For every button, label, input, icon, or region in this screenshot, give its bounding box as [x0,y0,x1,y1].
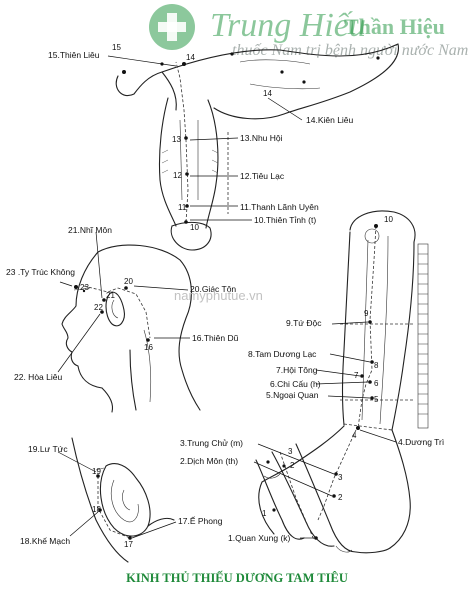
acupoint-10 [184,220,188,224]
acupoint-5 [370,396,374,400]
point-number-2: 2 [338,493,343,502]
svg-text:10: 10 [384,215,393,224]
forearm-figure: 10 9 8 7 6 5 4 9.Tứ Độc 8.Tam Dương Lạc … [248,210,444,447]
label-trung-chu: 3.Trung Chử (m) [180,438,243,448]
label-nhi-mon: 21.Nhĩ Môn [68,225,112,235]
point-number-10: 10 [190,223,199,232]
acupoint-7 [360,374,364,378]
acupoint-20 [124,286,128,290]
point-number-6: 6 [374,379,379,388]
acupoint-23 [74,285,78,289]
acupoint-14 [182,62,186,66]
label-giac-ton: 20.Giác Tôn [190,284,236,294]
acupoint-22 [100,310,104,314]
brand-tagline: thuốc Nam trị bệnh người nước Nam [232,42,468,59]
point-number-20: 20 [124,277,133,286]
label-tu-doc: 9.Tứ Độc [286,318,322,328]
diagram-title: KINH THỦ THIẾU DƯƠNG TAM TIÊU [126,570,348,585]
point-number-13: 13 [172,135,181,144]
acupoint-9 [368,320,372,324]
point-number-14: 14 [186,53,195,62]
point-number-4: 4 [352,431,357,440]
brand-name-right: Thần Hiệu [344,14,445,39]
acupoint-17 [128,536,132,540]
label-duong-tri: 4.Dương Trì [398,437,444,447]
label-hoi-tong: 7.Hội Tông [276,365,318,375]
watermark-text: namyphutue.vn [174,288,263,303]
acupoint-19 [96,474,100,478]
hand-figure: 3 2 1 3 2 3.Trung Chử (m) 2.Dịch Môn (th… [180,425,411,554]
label-tam-duong-lac: 8.Tam Dương Lạc [248,349,317,359]
ear-figure: 19 18 17 19.Lư Tức 18.Khế Mạch 17.Ế Phon… [20,437,223,563]
point-number-19: 19 [92,467,101,476]
label-ngoai-quan: 5.Ngoại Quan [266,390,319,400]
label-dich-mon: 2.Dịch Môn (th) [180,456,238,466]
head-figure: 23 21 22 20 16 21.Nhĩ Môn 23 .Ty Trúc Kh… [6,225,239,413]
svg-text:2: 2 [290,461,295,470]
label-e-phong: 17.Ế Phong [178,516,223,526]
acupoint-15 [122,70,126,74]
point-number-23: 23 [80,283,89,292]
label-nhu-hoi: 13.Nhu Hội [240,133,283,143]
acupoint-6 [368,380,372,384]
svg-text:14: 14 [263,89,272,98]
acupoint-21 [102,298,106,302]
label-ty-truc-khong: 23 .Ty Trúc Không [6,267,75,277]
svg-text:3: 3 [288,447,293,456]
point-number-16: 16 [144,343,153,352]
acupoint-12 [185,172,189,176]
acupoint-10b [374,224,378,228]
brand-name-left: Trung Hiếu [210,7,366,44]
label-tieu-lac: 12.Tiêu Lạc [240,171,285,181]
point-number-11: 11 [178,203,187,212]
point-number-15: 15 [112,43,121,52]
point-number-18: 18 [92,505,101,514]
point-number-8: 8 [374,361,379,370]
acupoint-2 [332,494,336,498]
label-quan-xung: 1.Quan Xung (k) [228,533,291,543]
point-number-21: 21 [106,291,115,300]
point-number-3: 3 [338,473,343,482]
label-hoa-lieu: 22. Hòa Liêu [14,372,62,382]
acupoint-18 [98,508,102,512]
label-lu-tuc: 19.Lư Tức [28,444,68,454]
acupoint-4 [356,426,360,430]
label-kien-lieu: 14.Kiên Liêu [306,115,354,125]
point-number-1: 1 [262,509,267,518]
point-number-17: 17 [124,540,133,549]
acupoint-11 [185,204,189,208]
point-number-9: 9 [364,309,369,318]
acupoint-16 [146,338,150,342]
brand-logo: Trung Hiếu Thần Hiệu thuốc Nam trị bệnh … [149,4,468,59]
acupoint-13 [184,136,188,140]
point-number-12: 12 [173,171,182,180]
label-thien-du: 16.Thiên Dũ [192,333,239,343]
point-number-22: 22 [94,303,103,312]
label-chi-cau: 6.Chi Cấu (h) [270,379,321,389]
acupoint-8 [370,360,374,364]
point-number-5: 5 [374,395,379,404]
upper-arm-figure: 10 11 12 13 14 15 14 15.Thiên Liêu 13.Nh… [48,43,399,251]
label-thien-tinh: 10.Thiên Tỉnh (t) [254,215,316,225]
label-khe-mach: 18.Khế Mạch [20,536,70,546]
acupoint-3 [334,472,338,476]
label-thanh-lanh-uyen: 11.Thanh Lãnh Uyên [240,202,319,212]
label-thien-lieu: 15.Thiên Liêu [48,50,100,60]
